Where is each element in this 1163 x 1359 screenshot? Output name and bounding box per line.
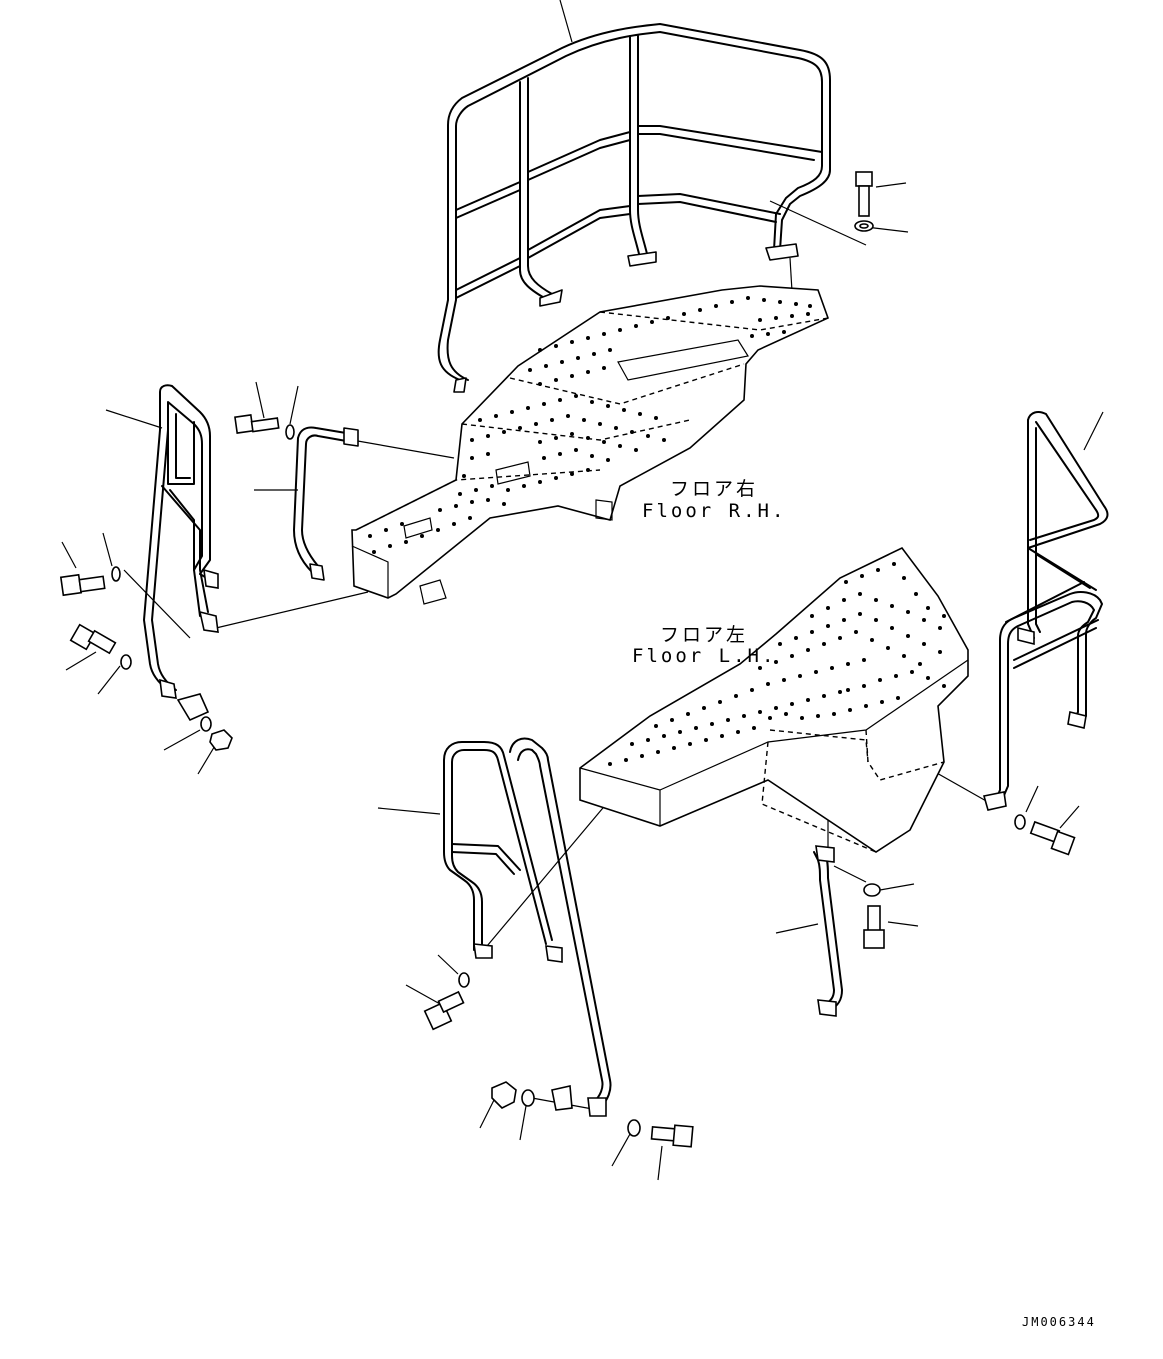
bracket-icon — [982, 626, 1087, 811]
washer-icon — [120, 654, 132, 670]
washer-icon — [627, 1119, 641, 1137]
washer-icon — [863, 883, 881, 897]
left-upper-handrail — [143, 384, 215, 691]
left-grab-rail — [293, 426, 359, 581]
floor-rh-label-jp: フロア右 — [670, 478, 759, 500]
washer-icon — [285, 424, 295, 440]
floor-rh-plate — [351, 285, 830, 605]
nut-icon — [209, 729, 233, 751]
bolt-icon — [423, 990, 465, 1031]
washer-icon — [111, 566, 121, 582]
bolt-icon — [855, 171, 873, 217]
bracket-icon — [473, 943, 607, 1117]
bolt-icon — [234, 414, 280, 434]
lower-left-handrail — [443, 737, 612, 1109]
top-handrail — [437, 23, 831, 393]
floor-lh-label-en: Floor L.H. — [632, 645, 777, 667]
drawing-code: JM006344 — [1022, 1315, 1096, 1329]
floor-rh-label-en: Floor R.H. — [642, 500, 787, 522]
washer-icon — [1014, 814, 1026, 830]
washer-icon — [521, 1089, 535, 1107]
bolt-icon — [863, 905, 885, 949]
bolt-icon — [650, 1124, 694, 1148]
bracket-icon — [159, 568, 219, 722]
leader-lines — [61, 0, 1104, 1181]
bolt-icon — [59, 573, 106, 597]
washer-icon — [458, 972, 470, 988]
bolt-icon — [1029, 820, 1076, 856]
washer-icon — [854, 220, 874, 232]
bracket-icon — [815, 845, 837, 1017]
lower-grab-rail — [813, 849, 843, 1011]
nut-icon — [491, 1081, 517, 1109]
washer-icon — [200, 716, 212, 732]
floor-lh-label-jp: フロア左 — [660, 624, 749, 646]
bolt-icon — [69, 623, 117, 655]
floor-lh-plate — [579, 546, 969, 853]
right-handrail — [995, 411, 1109, 801]
